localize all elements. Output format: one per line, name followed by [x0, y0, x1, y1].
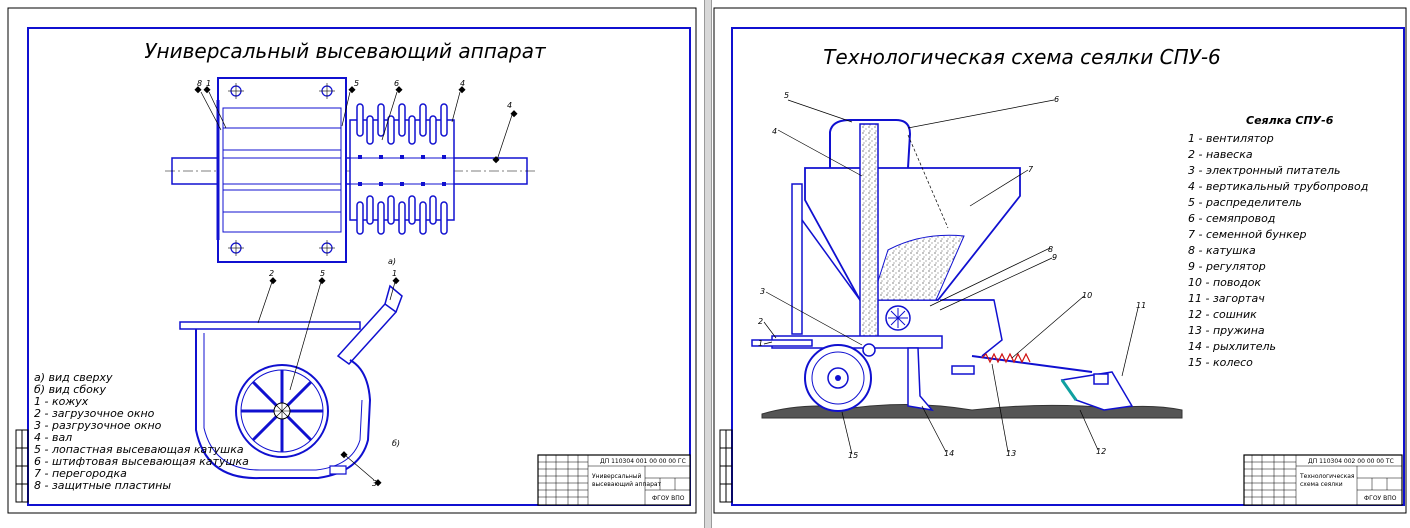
inner-frame [731, 27, 1405, 506]
seeding-device-drawing: Универсальный высевающий аппарат [7, 7, 697, 514]
callout-side-2: 2 [269, 269, 274, 278]
title-block-left: ДП 110304 001 00 00 00 ГС Универсальный … [537, 454, 691, 506]
legend-item: 6 - семяпровод [1188, 212, 1275, 225]
legend-left: а) вид сверху б) вид сбоку 1 - кожух 2 -… [34, 371, 249, 492]
margin-table [719, 429, 733, 503]
callout-6: 6 [1054, 95, 1059, 104]
callout-top-4a: 4 [460, 79, 465, 88]
legend-item: 7 - семенной бункер [1188, 228, 1306, 241]
callout-13: 13 [1006, 449, 1016, 458]
legend-title: Сеялка СПУ-6 [1246, 114, 1334, 127]
sheet-title: Универсальный высевающий аппарат [144, 39, 547, 63]
stamp-name-2: высевающий аппарат [592, 481, 662, 488]
callout-top-4b: 4 [507, 101, 512, 110]
legend-item: 2 - загрузочное окно [34, 407, 155, 420]
seeder [751, 119, 1183, 419]
outer-frame [7, 7, 697, 514]
outer-frame [713, 7, 1407, 514]
legend-item: 13 - пружина [1188, 324, 1265, 337]
legend-item: 5 - лопастная высевающая катушка [34, 443, 244, 456]
legend-item: 7 - перегородка [34, 467, 127, 480]
callout-7: 7 [1028, 165, 1034, 174]
seeder-leaders [763, 99, 1139, 455]
callout-12: 12 [1096, 447, 1106, 456]
legend-item: 11 - загортач [1188, 292, 1265, 305]
callout-2: 2 [758, 317, 763, 326]
legend-item: 14 - рыхлитель [1188, 340, 1276, 353]
legend-item: 1 - кожух [34, 395, 89, 408]
legend-item: а) вид сверху [34, 371, 113, 384]
legend-item: 1 - вентилятор [1188, 132, 1274, 145]
callout-top-5: 5 [354, 79, 359, 88]
margin-table [15, 429, 29, 503]
legend-item: 3 - электронный питатель [1188, 164, 1340, 177]
legend-item: 4 - вертикальный трубопровод [1188, 180, 1368, 193]
side-view: а) б) [179, 257, 403, 480]
view-b-label: б) [392, 439, 400, 448]
stamp-name-1: Технологическая [1299, 473, 1355, 480]
legend-item: 3 - разгрузочное окно [34, 419, 162, 432]
callout-top-8: 8 [197, 79, 202, 88]
sheet-title: Технологическая схема сеялки СПУ-6 [823, 45, 1221, 69]
callout-5: 5 [784, 91, 789, 100]
callout-4: 4 [772, 127, 777, 136]
legend-item: 9 - регулятор [1188, 260, 1266, 273]
legend-item: 5 - распределитель [1188, 196, 1302, 209]
view-a-label: а) [388, 257, 396, 266]
callout-side-3: 3 [372, 479, 377, 488]
drawing-sheet-right: Технологическая схема сеялки СПУ-6 [712, 0, 1410, 528]
callout-8: 8 [1048, 245, 1053, 254]
callout-side-5: 5 [320, 269, 325, 278]
callout-11: 11 [1136, 301, 1146, 310]
legend-item: 6 - штифтовая высевающая катушка [34, 455, 249, 468]
stamp-name-1: Универсальный [592, 473, 642, 480]
legend-item: 8 - защитные пластины [34, 479, 171, 492]
sheet-divider [704, 0, 712, 528]
legend-item: 4 - вал [34, 431, 72, 444]
callout-side-1: 1 [392, 269, 397, 278]
stamp-name-2: схема сеялки [1300, 481, 1343, 488]
callout-1: 1 [758, 339, 763, 348]
stamp-org: ФГОУ ВПО [652, 495, 685, 502]
callout-15: 15 [848, 451, 858, 460]
legend-item: 15 - колесо [1188, 356, 1253, 369]
drawing-sheet-left: Универсальный высевающий аппарат [0, 0, 704, 528]
top-view [165, 77, 535, 263]
top-view-leaders [200, 91, 513, 161]
seeder-scheme-drawing: Технологическая схема сеялки СПУ-6 [713, 7, 1407, 514]
stamp-code: ДП 110304 001 00 00 00 ГС [600, 458, 686, 465]
callout-10: 10 [1082, 291, 1092, 300]
legend-item: 2 - навеска [1188, 148, 1253, 161]
callout-9: 9 [1052, 253, 1057, 262]
callout-top-6: 6 [394, 79, 399, 88]
legend-item: 8 - катушка [1188, 244, 1256, 257]
legend-item: 12 - сошник [1188, 308, 1257, 321]
legend-right: Сеялка СПУ-6 1 - вентилятор 2 - навеска … [1188, 114, 1368, 369]
callout-top-1: 1 [206, 79, 211, 88]
side-view-leaders [257, 281, 396, 481]
stamp-org: ФГОУ ВПО [1364, 495, 1397, 502]
legend-item: 10 - поводок [1188, 276, 1261, 289]
callout-3: 3 [760, 287, 765, 296]
title-block-right: ДП 110304 002 00 00 00 ТС Технологическа… [1243, 454, 1403, 506]
legend-item: б) вид сбоку [34, 383, 107, 396]
callout-14: 14 [944, 449, 954, 458]
stamp-code: ДП 110304 002 00 00 00 ТС [1308, 458, 1394, 465]
inner-frame [27, 27, 691, 506]
